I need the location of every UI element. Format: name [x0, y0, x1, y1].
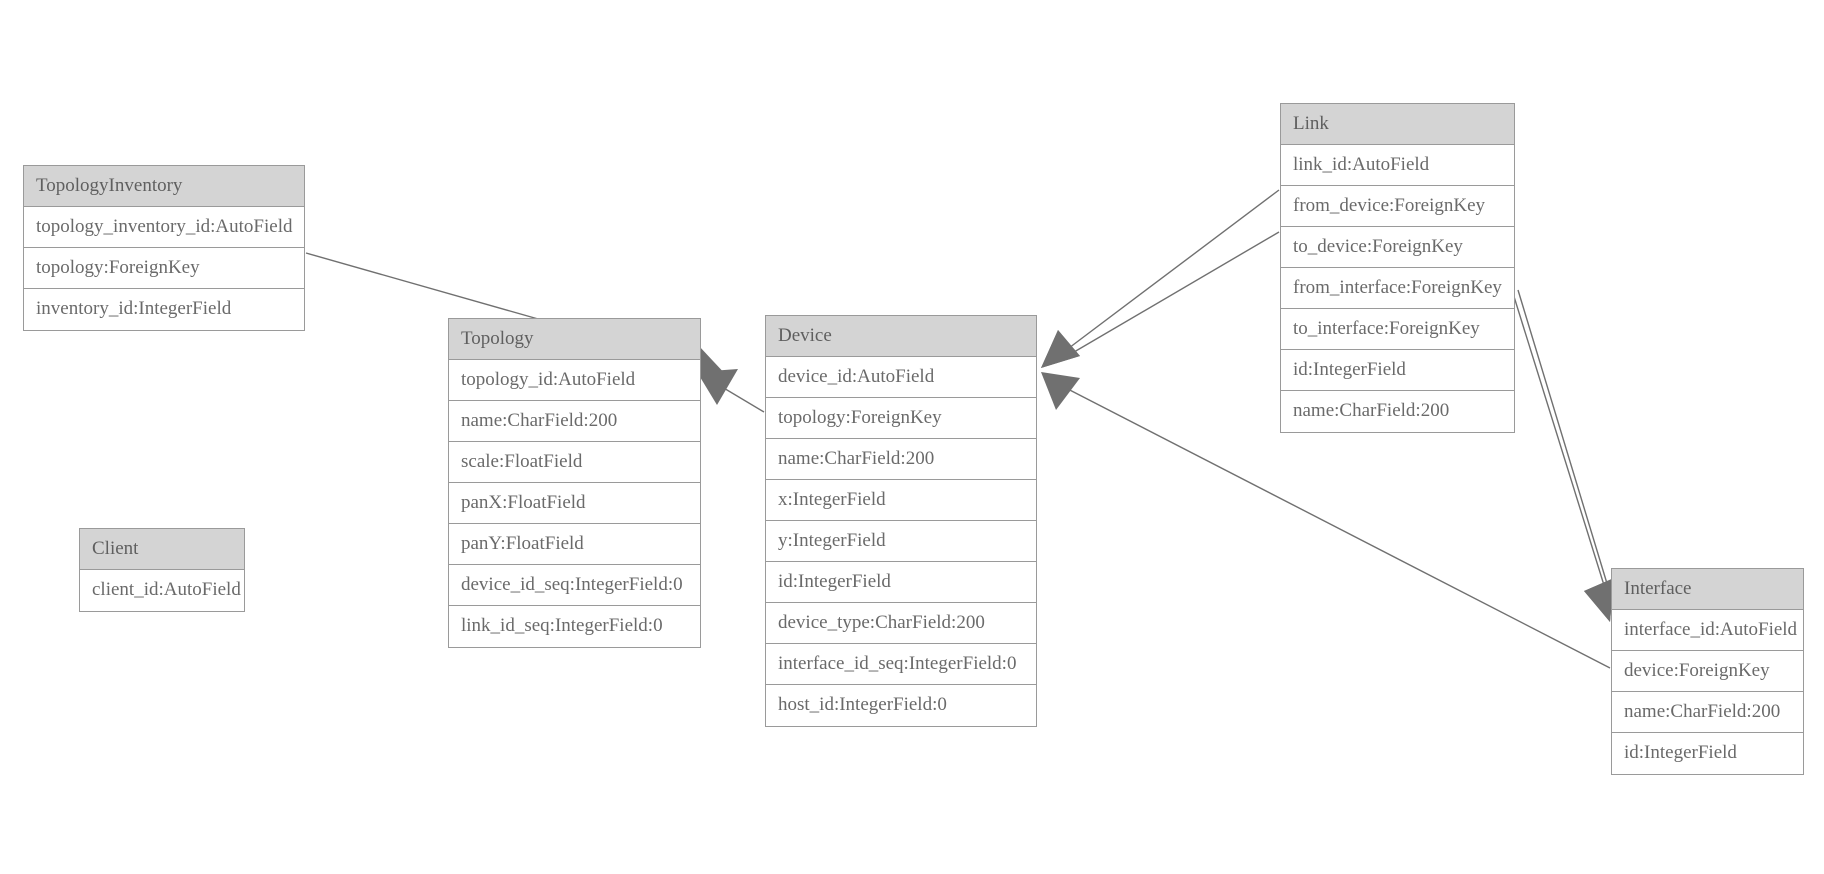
field-interface-name[interactable]: name:CharField:200 [1612, 692, 1803, 733]
field-topology-link-id-seq[interactable]: link_id_seq:IntegerField:0 [449, 606, 700, 647]
field-link-from-interface[interactable]: from_interface:ForeignKey [1281, 268, 1514, 309]
field-device-id[interactable]: id:IntegerField [766, 562, 1036, 603]
field-link-id[interactable]: id:IntegerField [1281, 350, 1514, 391]
edge-device-topology [697, 369, 765, 413]
field-link-from-device[interactable]: from_device:ForeignKey [1281, 186, 1514, 227]
field-client-client-id[interactable]: client_id:AutoField [80, 570, 244, 611]
field-topology-scale[interactable]: scale:FloatField [449, 442, 700, 483]
field-interface-device[interactable]: device:ForeignKey [1612, 651, 1803, 692]
entity-link[interactable]: Link link_id:AutoField from_device:Forei… [1280, 103, 1515, 433]
field-interface-interface-id[interactable]: interface_id:AutoField [1612, 610, 1803, 651]
field-device-topology[interactable]: topology:ForeignKey [766, 398, 1036, 439]
field-topology-inventory-id[interactable]: topology_inventory_id:AutoField [24, 207, 304, 248]
field-device-host-id[interactable]: host_id:IntegerField:0 [766, 685, 1036, 726]
entity-interface[interactable]: Interface interface_id:AutoField device:… [1611, 568, 1804, 775]
entity-title-topology: Topology [449, 319, 700, 360]
entity-title-client: Client [80, 529, 244, 570]
field-topology-panx[interactable]: panX:FloatField [449, 483, 700, 524]
field-device-name[interactable]: name:CharField:200 [766, 439, 1036, 480]
entity-topology-inventory[interactable]: TopologyInventory topology_inventory_id:… [23, 165, 305, 331]
entity-device[interactable]: Device device_id:AutoField topology:Fore… [765, 315, 1037, 727]
field-interface-id[interactable]: id:IntegerField [1612, 733, 1803, 774]
edge-link-from-device [1041, 189, 1280, 368]
edge-link-to-interface [1517, 289, 1614, 622]
field-topology-device-id-seq[interactable]: device_id_seq:IntegerField:0 [449, 565, 700, 606]
edge-link-from-interface [1510, 286, 1614, 622]
entity-title-device: Device [766, 316, 1036, 357]
field-link-to-interface[interactable]: to_interface:ForeignKey [1281, 309, 1514, 350]
field-link-name[interactable]: name:CharField:200 [1281, 391, 1514, 432]
field-topology-name[interactable]: name:CharField:200 [449, 401, 700, 442]
field-device-x[interactable]: x:IntegerField [766, 480, 1036, 521]
entity-client[interactable]: Client client_id:AutoField [79, 528, 245, 612]
field-topology-inventory-topology[interactable]: topology:ForeignKey [24, 248, 304, 289]
field-topology-pany[interactable]: panY:FloatField [449, 524, 700, 565]
edge-link-to-device [1041, 231, 1280, 368]
entity-title-interface: Interface [1612, 569, 1803, 610]
field-link-link-id[interactable]: link_id:AutoField [1281, 145, 1514, 186]
field-device-y[interactable]: y:IntegerField [766, 521, 1036, 562]
field-device-interface-id-seq[interactable]: interface_id_seq:IntegerField:0 [766, 644, 1036, 685]
field-topology-topology-id[interactable]: topology_id:AutoField [449, 360, 700, 401]
field-link-to-device[interactable]: to_device:ForeignKey [1281, 227, 1514, 268]
field-topology-inventory-inventory-id[interactable]: inventory_id:IntegerField [24, 289, 304, 330]
entity-topology[interactable]: Topology topology_id:AutoField name:Char… [448, 318, 701, 648]
field-device-device-id[interactable]: device_id:AutoField [766, 357, 1036, 398]
field-device-device-type[interactable]: device_type:CharField:200 [766, 603, 1036, 644]
entity-title-link: Link [1281, 104, 1514, 145]
entity-title-topology-inventory: TopologyInventory [24, 166, 304, 207]
